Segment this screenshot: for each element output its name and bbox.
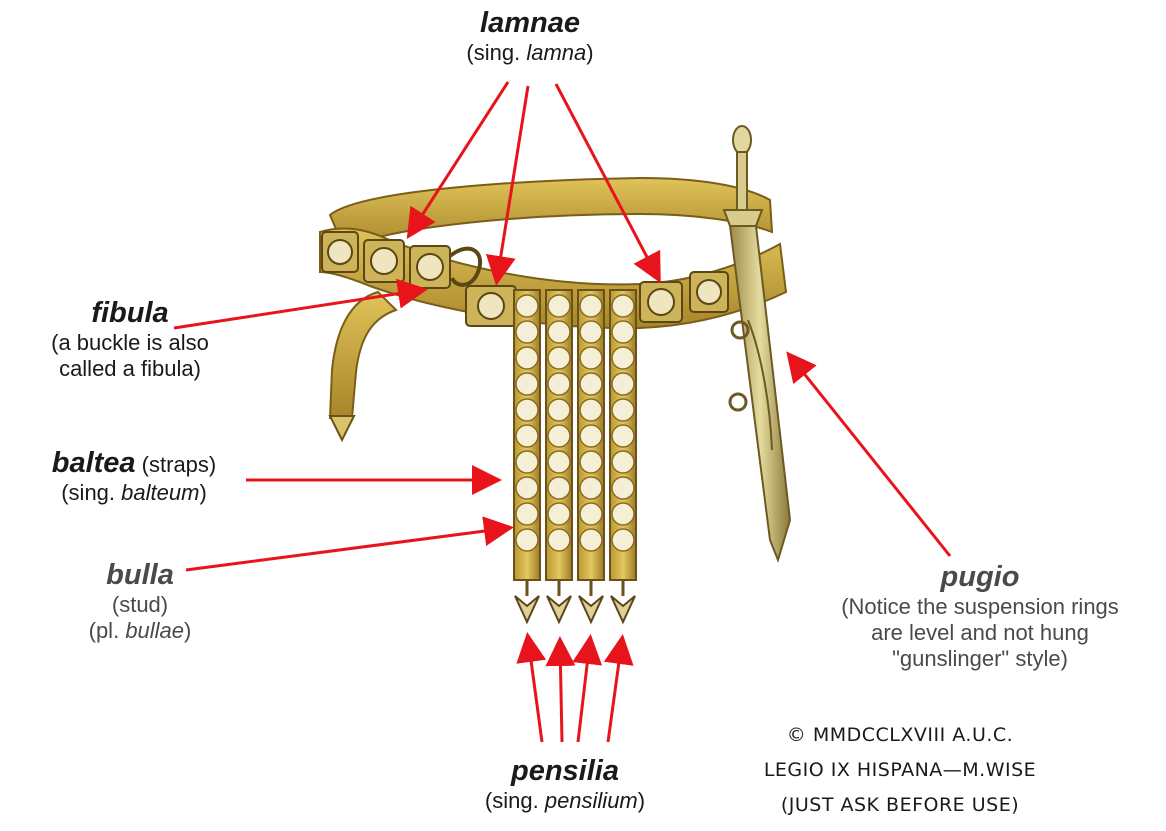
pugio-note-1: (Notice the suspension rings: [800, 594, 1160, 620]
belt-loose-end: [330, 292, 396, 418]
bulla-stud: [580, 373, 602, 395]
pensilium-pendant: [547, 596, 571, 622]
arrow-bulla: [186, 528, 508, 570]
label-lamnae: lamnae (sing. lamna): [430, 6, 630, 66]
bulla-stud: [580, 503, 602, 525]
bulla-stud: [580, 347, 602, 369]
term-baltea-line: baltea (straps): [16, 446, 252, 480]
fibula-note-2: called a fibula): [20, 356, 240, 382]
belt-back: [330, 178, 772, 248]
term-bulla: bulla: [60, 558, 220, 592]
bulla-stud: [548, 477, 570, 499]
bulla-stud: [612, 321, 634, 343]
bulla-stud: [516, 347, 538, 369]
pugio-note-3: "gunslinger" style): [800, 646, 1160, 672]
copyright-line-1: © MMDCCLXVIII A.U.C.: [740, 718, 1060, 753]
bulla-stud: [580, 399, 602, 421]
bulla-stud: [548, 503, 570, 525]
arrow-pensilia-2: [560, 642, 562, 742]
bulla-stud: [612, 425, 634, 447]
sub-baltea: (sing. balteum): [16, 480, 252, 506]
belt-end-tip: [330, 416, 354, 440]
bulla-stud: [612, 451, 634, 473]
bulla-note: (stud): [60, 592, 220, 618]
bulla-stud: [612, 295, 634, 317]
bulla-stud: [548, 321, 570, 343]
bulla-stud: [580, 477, 602, 499]
bulla-stud: [580, 451, 602, 473]
arrow-pensilia-4: [608, 640, 622, 742]
term-lamnae: lamnae: [430, 6, 630, 40]
bulla-stud: [516, 451, 538, 473]
bulla-stud: [548, 425, 570, 447]
bulla-stud: [516, 529, 538, 551]
term-fibula: fibula: [20, 296, 240, 330]
term-pugio: pugio: [800, 560, 1160, 594]
bulla-stud: [580, 529, 602, 551]
sub-bulla: (pl. bullae): [60, 618, 220, 644]
bulla-stud: [548, 295, 570, 317]
bulla-stud: [548, 399, 570, 421]
pensilium-pendant: [579, 596, 603, 622]
bulla-stud: [516, 399, 538, 421]
bulla-stud: [580, 295, 602, 317]
copyright-line-3: (JUST ASK BEFORE USE): [740, 788, 1060, 823]
bulla-stud: [580, 425, 602, 447]
fibula-note-1: (a buckle is also: [20, 330, 240, 356]
bulla-stud: [612, 503, 634, 525]
bulla-stud: [548, 451, 570, 473]
bulla-stud: [612, 347, 634, 369]
bulla-stud: [612, 477, 634, 499]
bulla-stud: [548, 347, 570, 369]
copyright-line-2: LEGIO IX HISPANA—M.WISE: [740, 753, 1060, 788]
bulla-stud: [516, 373, 538, 395]
label-baltea: baltea (straps) (sing. balteum): [16, 446, 252, 506]
pensilium-pendant: [515, 596, 539, 622]
bulla-stud: [516, 321, 538, 343]
label-bulla: bulla (stud) (pl. bullae): [60, 558, 220, 644]
sub-pensilia: (sing. pensilium): [450, 788, 680, 814]
term-pensilia: pensilia: [450, 754, 680, 788]
arrow-pensilia-1: [528, 638, 542, 742]
pensilium-pendant: [611, 596, 635, 622]
bulla-stud: [612, 529, 634, 551]
bulla-stud: [580, 321, 602, 343]
label-fibula: fibula (a buckle is also called a fibula…: [20, 296, 240, 382]
bulla-stud: [516, 477, 538, 499]
copyright-notice: © MMDCCLXVIII A.U.C. LEGIO IX HISPANA—M.…: [740, 718, 1060, 823]
arrow-pugio: [790, 356, 950, 556]
label-pugio: pugio (Notice the suspension rings are l…: [800, 560, 1160, 672]
bulla-stud: [612, 399, 634, 421]
bulla-stud: [612, 373, 634, 395]
bulla-stud: [516, 503, 538, 525]
label-pensilia: pensilia (sing. pensilium): [450, 754, 680, 814]
bulla-stud: [548, 373, 570, 395]
pugio-note-2: are level and not hung: [800, 620, 1160, 646]
baltea-straps: [514, 290, 636, 622]
arrow-pensilia-3: [578, 640, 590, 742]
bulla-stud: [548, 529, 570, 551]
bulla-stud: [516, 295, 538, 317]
bulla-stud: [516, 425, 538, 447]
sub-lamnae: (sing. lamna): [430, 40, 630, 66]
